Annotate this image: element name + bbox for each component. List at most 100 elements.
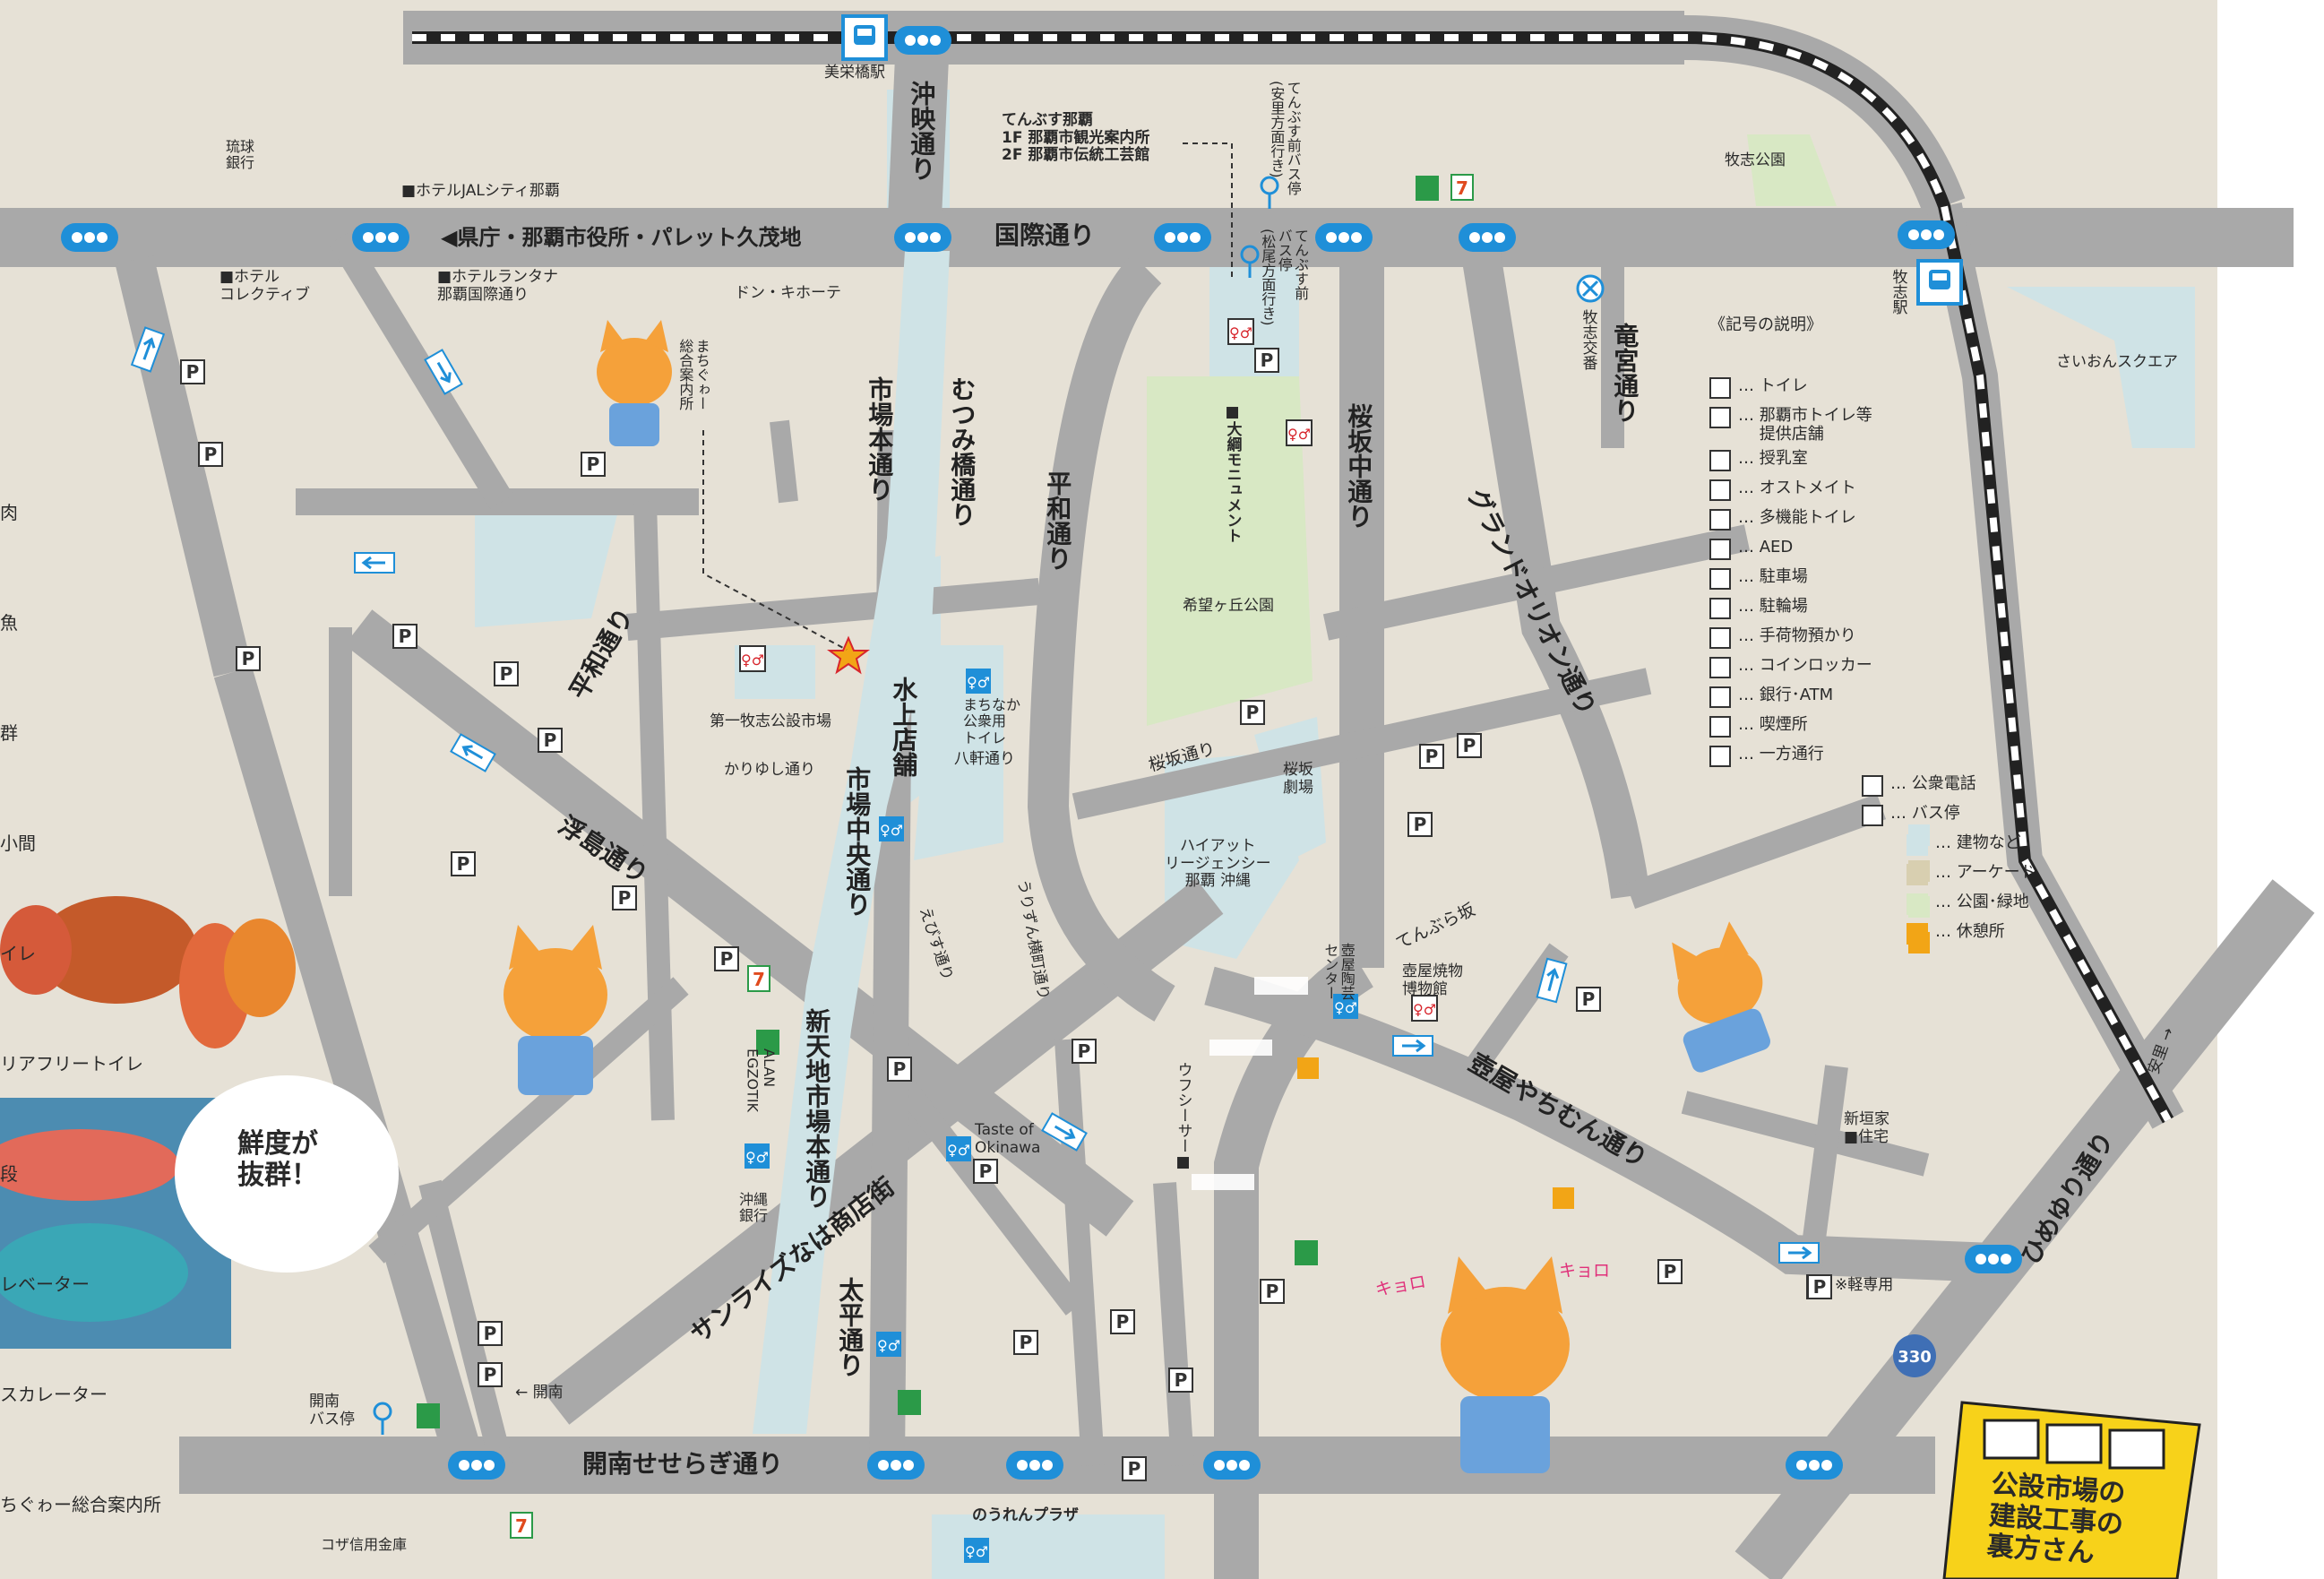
hotel-jal-label: ■ホテルJALシティ那覇: [401, 182, 560, 200]
monorail-line: [412, 31, 2174, 1124]
bus-stop-markers: [61, 26, 2022, 1480]
legend-item-label: … 公園･緑地: [1935, 892, 2029, 911]
sakurazaka-theater-label: 桜坂 劇場: [1283, 761, 1313, 797]
alan-egzotik-label: ALAN EGZOTIK: [744, 1048, 778, 1113]
mutsumibashi-road-label: むつみ橋通り: [947, 376, 977, 527]
legend-item-label: … 那覇市トイレ等 提供店舗: [1738, 406, 1872, 444]
left-legend-item: リアフリートイレ: [0, 1053, 143, 1074]
fish-photo-detail: [0, 1223, 188, 1322]
ostomate-icon: [1709, 479, 1731, 501]
legend-item: … 休憩所: [1907, 922, 2036, 945]
legend-item: … 公衆電話: [1862, 774, 2036, 797]
svg-text:♀♂: ♀♂: [1229, 324, 1252, 341]
left-legend-item: 魚: [0, 612, 18, 634]
svg-text:P: P: [1425, 746, 1439, 767]
svg-text:♀♂: ♀♂: [741, 651, 764, 669]
ichiba-hon-road-label: 市場本通り: [865, 376, 895, 502]
svg-text:P: P: [1261, 349, 1274, 371]
left-legend-item: 段: [0, 1163, 18, 1185]
route-330-label: 330: [1898, 1348, 1932, 1367]
svg-text:♀♂: ♀♂: [967, 674, 990, 691]
svg-text:P: P: [1078, 1040, 1091, 1062]
legend-item-label: … 建物など: [1935, 833, 2021, 852]
don-quijote-label: ドン・キホーテ: [735, 284, 841, 302]
tsuboya-museum-label: 壺屋焼物 博物館: [1402, 962, 1463, 998]
speech-bubble: [175, 1075, 399, 1273]
kainan-direction-label: ← 開南: [515, 1384, 564, 1402]
nursing-room-icon: [1709, 449, 1731, 471]
bicycle-parking-icon: [1709, 597, 1731, 619]
legend-title: 《記号の説明》: [1709, 315, 1822, 335]
left-legend-item: 小間: [0, 833, 36, 854]
left-legend-item: ちぐゎー総合案内所: [0, 1494, 161, 1515]
legend-item-label: … AED: [1738, 537, 1794, 557]
makishi-park-label: 牧志公園: [1725, 151, 1786, 169]
miebashi-station-label: 美栄橋駅: [824, 64, 885, 82]
koza-bank-label: コザ信用金庫: [321, 1536, 408, 1553]
ichiba-chuo-road-label: 市場中央通り: [842, 766, 873, 917]
rest-area-swatch: [1907, 922, 1928, 945]
legend-item-label: … コインロッカー: [1738, 655, 1872, 675]
legend-item-label: … 授乳室: [1738, 448, 1808, 468]
left-legend-item: イレ: [0, 943, 36, 964]
svg-text:P: P: [1128, 1458, 1141, 1480]
luggage-icon: [1709, 626, 1731, 649]
tsuboya-center-label: 壺屋陶芸 センター: [1321, 943, 1356, 1000]
svg-text:7: 7: [1456, 177, 1468, 199]
monument-label: ■大綱モニュメント: [1223, 403, 1242, 543]
police-box-icon: [1576, 274, 1605, 303]
parking-icon: [1709, 567, 1731, 590]
svg-text:P: P: [587, 453, 600, 475]
construction-sign: [1942, 1401, 2201, 1579]
facility-icons: ♀♂ ♀♂ ♀♂ ♀♂ ♀♂ ♀♂ ♀♂ ♀♂ ♀♂ ♀♂ ♀♂: [417, 176, 1439, 1563]
mizukami-road-label: 水上店舗: [889, 677, 919, 777]
legend-item: … オストメイト: [1709, 479, 2036, 501]
svg-text:P: P: [484, 1323, 497, 1344]
svg-text:P: P: [979, 1161, 993, 1182]
left-legend-item: 群: [0, 722, 18, 744]
multipurpose-toilet-icon: [1709, 508, 1731, 531]
taste-of-okinawa-label: Taste of Okinawa: [975, 1121, 1041, 1157]
legend-item-label: … 喫煙所: [1738, 714, 1808, 734]
okinawa-bank-label: 沖縄 銀行: [739, 1191, 769, 1225]
svg-text:♀♂: ♀♂: [965, 1543, 988, 1560]
tenbusu-label: てんぶす那覇 1F 那覇市観光案内所 2F 那覇市伝統工芸館: [1002, 111, 1150, 165]
tenbusu-busstop2-label: てんぶす前 バス停 (松尾方面行き): [1259, 229, 1310, 326]
svg-text:7: 7: [753, 969, 765, 990]
ryukyu-bank-label: 琉球 銀行: [226, 138, 255, 172]
parks: [1147, 134, 1837, 726]
park-swatch: [1907, 893, 1928, 915]
legend-item: … 授乳室: [1709, 448, 2036, 471]
okiei-road-label: 沖映通り: [907, 81, 937, 181]
legend-item-label: … トイレ: [1738, 376, 1808, 396]
smoking-icon: [1709, 715, 1731, 738]
svg-text:P: P: [1414, 814, 1427, 835]
legend-item: … 建物など: [1907, 833, 2036, 856]
legend-item: … トイレ: [1709, 376, 2036, 400]
machiguwa-info-label: まちぐゎー 総合案内所: [676, 339, 710, 410]
aed-icon: [1709, 538, 1731, 560]
svg-text:P: P: [500, 663, 513, 685]
sakurazaka-naka-road-label: 桜坂中通り: [1344, 403, 1374, 529]
kokusai-road-label: 国際通り: [994, 220, 1096, 250]
legend-item: … 一方通行: [1709, 745, 2036, 767]
one-way-arrows: [130, 326, 1820, 1264]
construction-sign-text: 公設市場の 建設工事の 裏方さん: [1985, 1468, 2127, 1570]
daiichi-market-label: 第一牧志公設市場: [710, 712, 831, 730]
tenbusu-busstop-label: てんぶす前バス停 (安里方面行き): [1268, 81, 1302, 195]
rest-area: [1553, 1187, 1574, 1209]
train-station-icon: [841, 14, 888, 61]
kyoro-right-label: キョロ: [1559, 1261, 1611, 1281]
hachiken-road-label: 八軒通り: [954, 750, 1015, 768]
svg-text:P: P: [1246, 702, 1260, 723]
svg-text:P: P: [399, 626, 412, 647]
svg-text:♀♂: ♀♂: [877, 1337, 900, 1354]
rest-area: [1297, 1057, 1319, 1079]
svg-text:♀♂: ♀♂: [947, 1142, 970, 1159]
svg-text:7: 7: [515, 1515, 528, 1537]
legend-item: … 銀行･ATM: [1709, 686, 2036, 708]
ryugu-road-label: 竜宮通り: [1610, 323, 1640, 423]
kibougaoka-park-label: 希望ヶ丘公園: [1183, 597, 1274, 615]
svg-text:P: P: [457, 853, 470, 875]
toilet-icon: [1709, 377, 1731, 400]
